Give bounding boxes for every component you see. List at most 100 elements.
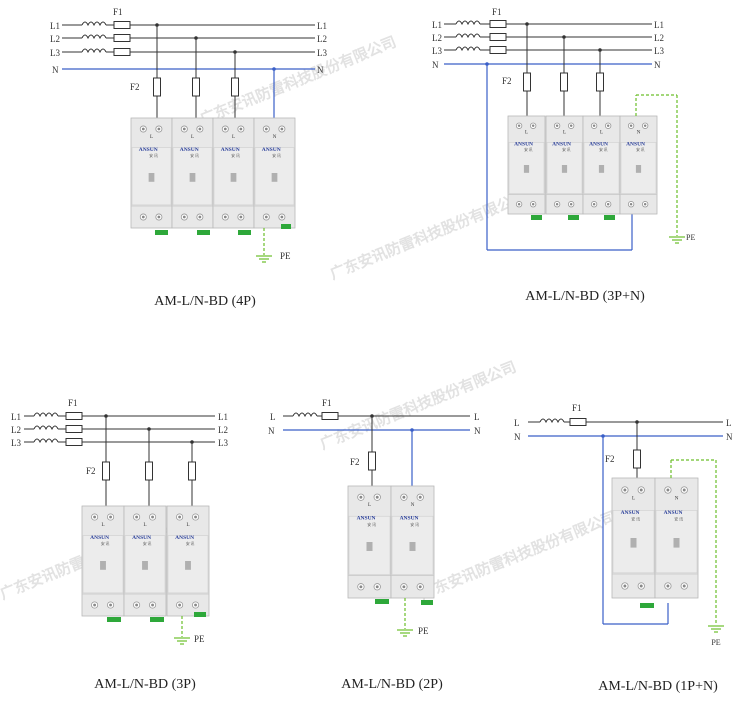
brand-logo: ANSUN bbox=[139, 147, 158, 153]
brand-logo: ANSUN bbox=[626, 141, 645, 147]
status-window bbox=[630, 538, 637, 548]
terminal-screw-core bbox=[517, 202, 521, 206]
brand-logo: ANSUN bbox=[132, 535, 151, 541]
wire-label-L1: L1 bbox=[50, 21, 60, 31]
terminal-screw-core bbox=[555, 202, 559, 206]
terminal-mark: L bbox=[101, 523, 104, 528]
fuse-f1 bbox=[113, 48, 131, 56]
terminal-screw-core bbox=[135, 603, 139, 607]
terminal-screw-core bbox=[141, 127, 145, 131]
terminal-screw-core bbox=[93, 603, 97, 607]
fuse-f2 bbox=[102, 461, 110, 481]
fuse-f2 bbox=[192, 77, 200, 97]
wire-label-L3: L3 bbox=[317, 48, 327, 58]
terminal-screw-core bbox=[639, 488, 643, 492]
terminal-screw-core bbox=[198, 127, 202, 131]
wire-label-n: N bbox=[52, 65, 59, 75]
fuse-f2 bbox=[145, 461, 153, 481]
fuse-label-f1: F1 bbox=[68, 398, 78, 408]
watermark-text: 广东安讯防雷科技股份有限公司 bbox=[197, 33, 398, 128]
fuse-f1 bbox=[489, 33, 507, 41]
terminal-screw-core bbox=[375, 495, 379, 499]
pe-label: PE bbox=[418, 626, 429, 636]
pe-label: PE bbox=[194, 634, 205, 644]
status-window bbox=[189, 173, 196, 182]
fuse-f1 bbox=[65, 412, 83, 420]
diagram-caption: AM-L/N-BD (4P) bbox=[154, 294, 256, 309]
terminal-mark: L bbox=[632, 497, 635, 502]
terminal-screw-core bbox=[629, 124, 633, 128]
green-terminal bbox=[281, 224, 291, 229]
fuse-f2 bbox=[560, 72, 568, 92]
wire-label-n: N bbox=[268, 426, 275, 436]
brand-logo: ANSUN bbox=[175, 535, 194, 541]
brand-sub: 安 讯 bbox=[186, 541, 195, 546]
fuse-label-f2: F2 bbox=[605, 454, 615, 464]
wire-label-L2: L2 bbox=[317, 34, 327, 44]
status-window bbox=[271, 173, 278, 182]
terminal-mark: L bbox=[232, 135, 235, 140]
diagram-caption: AM-L/N-BD (3P) bbox=[94, 677, 196, 692]
wire-label-L2: L2 bbox=[218, 425, 228, 435]
terminal-screw-core bbox=[666, 584, 670, 588]
status-window bbox=[561, 165, 568, 173]
terminal-mark: L bbox=[600, 131, 603, 136]
terminal-screw-core bbox=[135, 515, 139, 519]
green-terminal bbox=[238, 230, 251, 235]
brand-sub: 安 讯 bbox=[562, 147, 571, 152]
brand-sub: 安 讯 bbox=[524, 147, 533, 152]
terminal-screw-core bbox=[280, 215, 284, 219]
green-terminal bbox=[107, 617, 121, 622]
inductor-coil bbox=[81, 48, 107, 54]
fuse-label-f1: F1 bbox=[113, 7, 123, 17]
terminal-screw-core bbox=[359, 495, 363, 499]
terminal-screw-core bbox=[643, 202, 647, 206]
fuse-label-f2: F2 bbox=[130, 82, 140, 92]
fuse-f2 bbox=[153, 77, 161, 97]
wire-label-n: N bbox=[726, 432, 733, 442]
fuse-f1 bbox=[489, 20, 507, 28]
wire-label-n: N bbox=[514, 432, 521, 442]
wire-label-L3: L3 bbox=[218, 438, 228, 448]
brand-logo: ANSUN bbox=[262, 147, 281, 153]
terminal-screw-core bbox=[151, 515, 154, 519]
brand-sub: 安 讯 bbox=[231, 153, 240, 158]
terminal-screw-core bbox=[223, 127, 227, 131]
terminal-screw-core bbox=[682, 488, 686, 492]
brand-logo: ANSUN bbox=[90, 535, 109, 541]
brand-sub: 安 讯 bbox=[410, 522, 419, 527]
inductor-coil bbox=[81, 21, 107, 27]
terminal-mark: L bbox=[563, 131, 566, 136]
wire-label-n: N bbox=[432, 60, 439, 70]
fuse-label-f2: F2 bbox=[86, 466, 96, 476]
status-window bbox=[142, 561, 148, 570]
terminal-screw-core bbox=[151, 603, 154, 607]
status-window bbox=[230, 173, 237, 182]
brand-logo: ANSUN bbox=[221, 147, 240, 153]
fuse-f1 bbox=[569, 418, 587, 426]
terminal-screw-core bbox=[194, 603, 197, 607]
terminal-mark: L bbox=[150, 135, 153, 140]
status-window bbox=[409, 542, 416, 551]
fuse-f2 bbox=[368, 451, 376, 471]
wire-label-L3: L3 bbox=[50, 48, 60, 58]
wire-label-L1: L1 bbox=[317, 21, 327, 31]
fuse-label-f1: F1 bbox=[572, 403, 582, 413]
green-terminal bbox=[421, 600, 433, 605]
terminal-mark: L bbox=[525, 131, 528, 136]
brand-logo: ANSUN bbox=[621, 510, 640, 516]
terminal-screw-core bbox=[623, 584, 627, 588]
fuse-f2 bbox=[188, 461, 196, 481]
terminal-mark: N bbox=[637, 131, 641, 136]
wire-label-L3: L3 bbox=[432, 46, 442, 56]
terminal-screw-core bbox=[178, 515, 182, 519]
terminal-screw-core bbox=[182, 127, 186, 131]
watermark-text: 广东安讯防雷科技股份有限公司 bbox=[317, 358, 518, 453]
status-window bbox=[148, 173, 155, 182]
fuse-f1 bbox=[65, 438, 83, 446]
terminal-screw-core bbox=[198, 215, 202, 219]
green-terminal bbox=[194, 612, 206, 617]
green-terminal bbox=[531, 215, 542, 220]
fuse-f1 bbox=[65, 425, 83, 433]
